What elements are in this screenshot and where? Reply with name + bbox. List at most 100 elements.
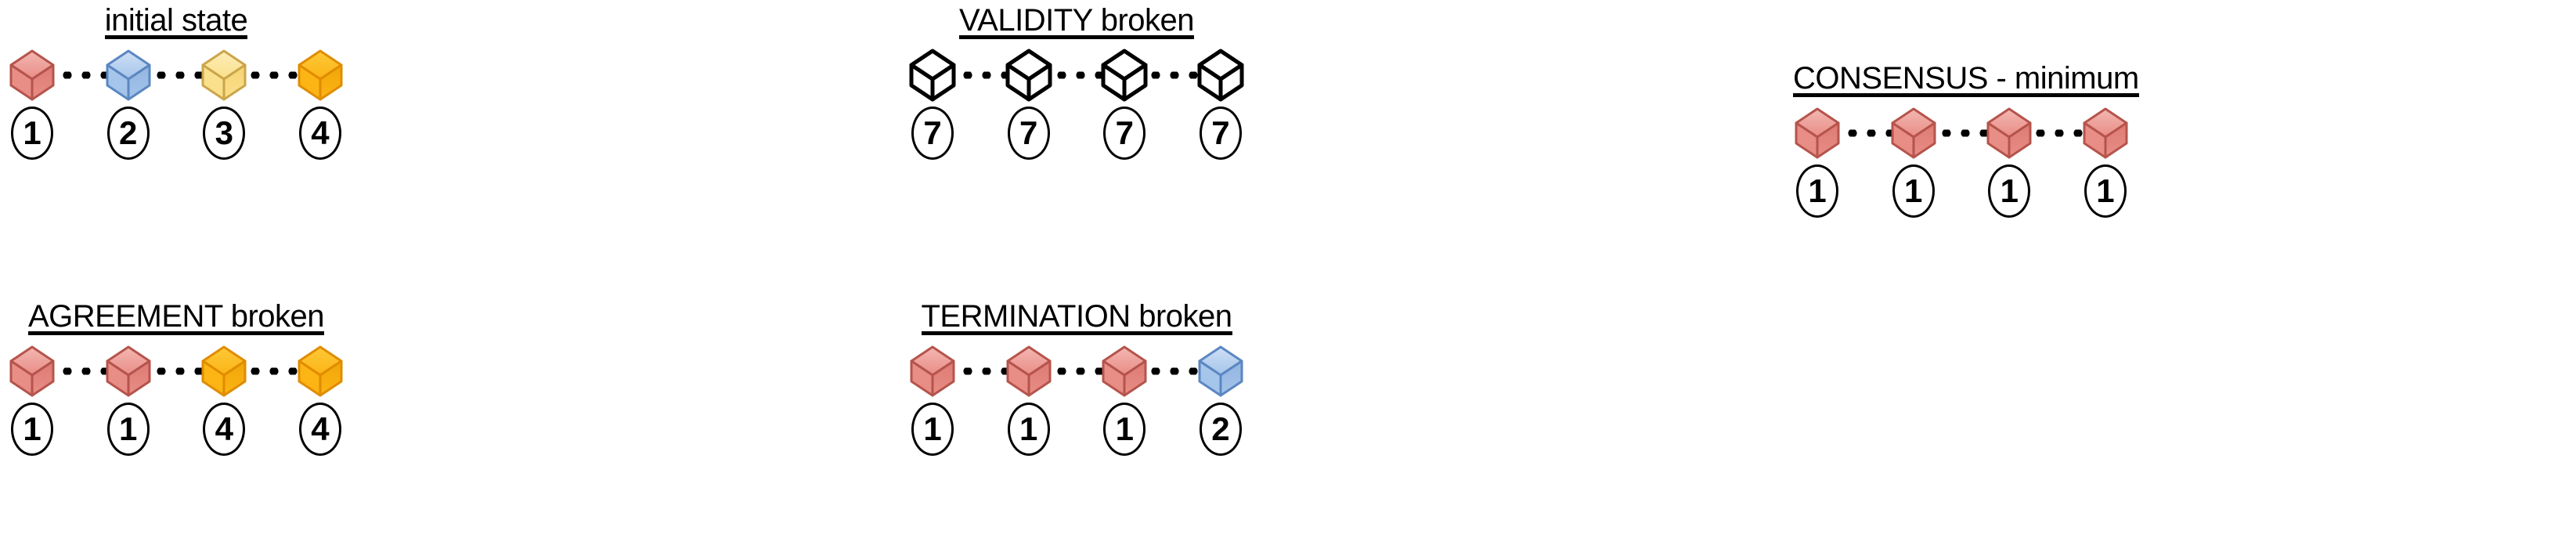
label-strip: 1 1 1 2 — [908, 403, 1245, 456]
label-strip: 1 1 4 4 — [8, 403, 345, 456]
node-label-badge-4: 1 — [2081, 164, 2130, 218]
cube-node-2 — [104, 344, 153, 399]
node-label-value: 3 — [215, 114, 233, 151]
ellipse-outline — [203, 107, 246, 160]
cube-node-3 — [1100, 48, 1149, 103]
node-label-badge-1: 1 — [8, 107, 56, 160]
ellipse-outline — [11, 403, 53, 456]
panel-consensus-minimum: CONSENSUS - minimum — [1793, 63, 2139, 218]
ellipse-outline — [298, 403, 341, 456]
node-row — [908, 47, 1245, 103]
panel-validity-broken: VALIDITY broken — [908, 5, 1245, 160]
ellipse-outline — [1007, 107, 1050, 160]
page-title: TERMINATION broken — [921, 299, 1232, 335]
cube-strip — [8, 343, 345, 399]
node-label-badge-2: 1 — [1005, 403, 1053, 456]
cube-node-3 — [1985, 106, 2033, 161]
ellipse-outline — [106, 107, 150, 160]
node-label-badge-1: 1 — [1793, 164, 1842, 218]
node-row — [908, 343, 1245, 399]
dotted-connector — [940, 367, 1214, 375]
cube-node-2 — [104, 48, 153, 103]
panel-title-row: TERMINATION broken — [908, 301, 1245, 343]
cube-node-4 — [296, 48, 345, 103]
cube-strip — [8, 47, 345, 103]
cube-node-1 — [8, 344, 56, 399]
cube-strip — [908, 47, 1245, 103]
panel-initial-state: initial state — [8, 5, 345, 160]
page-title: initial state — [104, 3, 248, 39]
cube-node-1 — [1793, 106, 1842, 161]
ellipse-outline — [298, 107, 341, 160]
node-row — [1793, 105, 2130, 161]
node-label-value: 1 — [1019, 410, 1038, 447]
node-label-value: 2 — [118, 114, 138, 151]
ellipse-outline — [203, 403, 246, 456]
node-label-value: 1 — [1903, 172, 1923, 209]
dotted-connector — [39, 71, 313, 79]
label-strip: 7 7 7 7 — [908, 107, 1245, 160]
node-label-value: 1 — [23, 410, 41, 447]
node-label-badge-3: 7 — [1100, 107, 1149, 160]
node-label-value: 4 — [215, 410, 233, 447]
node-label-badge-2: 1 — [104, 403, 153, 456]
node-label-value: 2 — [1211, 410, 1230, 447]
node-label-value: 1 — [1808, 172, 1827, 209]
cube-node-3 — [200, 48, 248, 103]
ellipse-outline — [2084, 164, 2127, 218]
label-strip: 1 1 1 1 — [1793, 164, 2130, 218]
node-label-badge-4: 2 — [1196, 403, 1245, 456]
node-label-value: 1 — [23, 114, 41, 151]
ellipse-outline — [1103, 107, 1146, 160]
cube-node-3 — [1100, 344, 1149, 399]
node-label-badge-1: 1 — [8, 403, 56, 456]
node-label-value: 1 — [1115, 410, 1134, 447]
ellipse-outline — [1988, 164, 2031, 218]
cube-node-2 — [1889, 106, 1938, 161]
node-label-value: 7 — [1019, 114, 1038, 151]
ellipse-outline — [911, 403, 954, 456]
cube-node-1 — [8, 48, 56, 103]
node-label-value: 4 — [311, 410, 330, 447]
node-label-badge-4: 4 — [296, 403, 345, 456]
node-row — [8, 47, 345, 103]
node-label-badge-2: 1 — [1889, 164, 1938, 218]
cube-node-4 — [1196, 48, 1245, 103]
node-row — [8, 343, 345, 399]
panel-title-row: initial state — [8, 5, 345, 47]
panel-title-row: VALIDITY broken — [908, 5, 1245, 47]
node-label-badge-3: 3 — [200, 107, 248, 160]
panel-agreement-broken: AGREEMENT broken — [8, 301, 345, 456]
cube-node-3 — [200, 344, 248, 399]
cube-strip — [1793, 105, 2130, 161]
ellipse-outline — [1199, 107, 1242, 160]
ellipse-outline — [1199, 403, 1242, 456]
dotted-connector — [1824, 129, 2098, 137]
node-label-value: 7 — [1115, 114, 1134, 151]
ellipse-outline — [1892, 164, 1935, 218]
cube-node-4 — [296, 344, 345, 399]
cube-node-2 — [1005, 344, 1053, 399]
panel-termination-broken: TERMINATION broken — [908, 301, 1245, 456]
cube-node-1 — [908, 344, 957, 399]
cube-strip — [908, 343, 1245, 399]
node-label-badge-3: 4 — [200, 403, 248, 456]
cube-node-4 — [2081, 106, 2130, 161]
node-label-value: 1 — [118, 410, 138, 447]
node-label-value: 1 — [923, 410, 942, 447]
panel-title-row: AGREEMENT broken — [8, 301, 345, 343]
node-label-value: 1 — [2000, 172, 2019, 209]
ellipse-outline — [106, 403, 150, 456]
node-label-badge-2: 7 — [1005, 107, 1053, 160]
cube-node-4 — [1196, 344, 1245, 399]
node-label-badge-4: 7 — [1196, 107, 1245, 160]
ellipse-outline — [911, 107, 954, 160]
node-label-value: 4 — [311, 114, 330, 151]
node-label-badge-2: 2 — [104, 107, 153, 160]
node-label-value: 7 — [923, 114, 942, 151]
ellipse-outline — [1007, 403, 1050, 456]
node-label-badge-3: 1 — [1985, 164, 2033, 218]
panel-title-row: CONSENSUS - minimum — [1793, 63, 2139, 105]
node-label-value: 7 — [1211, 114, 1230, 151]
node-label-badge-1: 1 — [908, 403, 957, 456]
